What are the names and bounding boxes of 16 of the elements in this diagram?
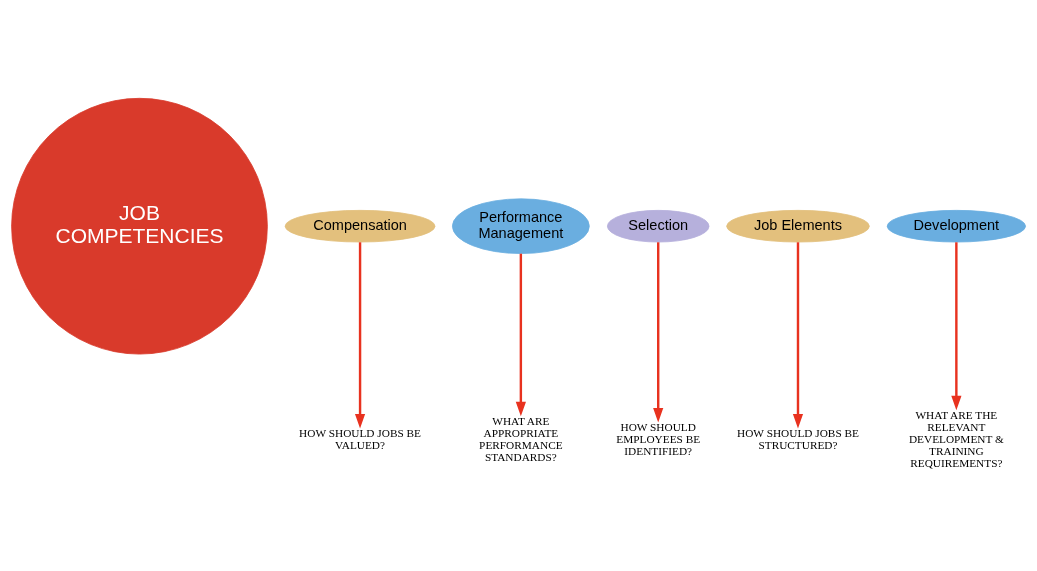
node-text: WHAT ARE THE RELEVANT DEVELOPMENT & TRAINING REQUIREMENTS?: [908, 408, 1004, 469]
node-text: HOW SHOULD JOBS BE STRUCTURED?: [737, 426, 859, 451]
node-text: HOW SHOULD JOBS BE VALUED?: [299, 426, 421, 451]
arrow: [653, 241, 664, 422]
arrow: [515, 253, 526, 416]
node-text: WHAT ARE APPROPRIATE PERFORMANCE STANDARDS?: [479, 414, 563, 463]
node-ellipse: Performance Management: [452, 197, 590, 254]
arrow: [951, 241, 962, 410]
node-ellipse: Development: [886, 209, 1026, 242]
node-ellipse: Job Elements: [726, 209, 870, 242]
arrow: [354, 241, 366, 428]
node-ellipse: Compensation: [284, 209, 436, 242]
node-ellipse: Selection: [607, 209, 710, 242]
node-circle: JOB COMPETENCIES: [11, 97, 268, 354]
node-text: HOW SHOULD EMPLOYEES BE IDENTIFIED?: [616, 420, 701, 457]
arrow: [792, 241, 804, 428]
